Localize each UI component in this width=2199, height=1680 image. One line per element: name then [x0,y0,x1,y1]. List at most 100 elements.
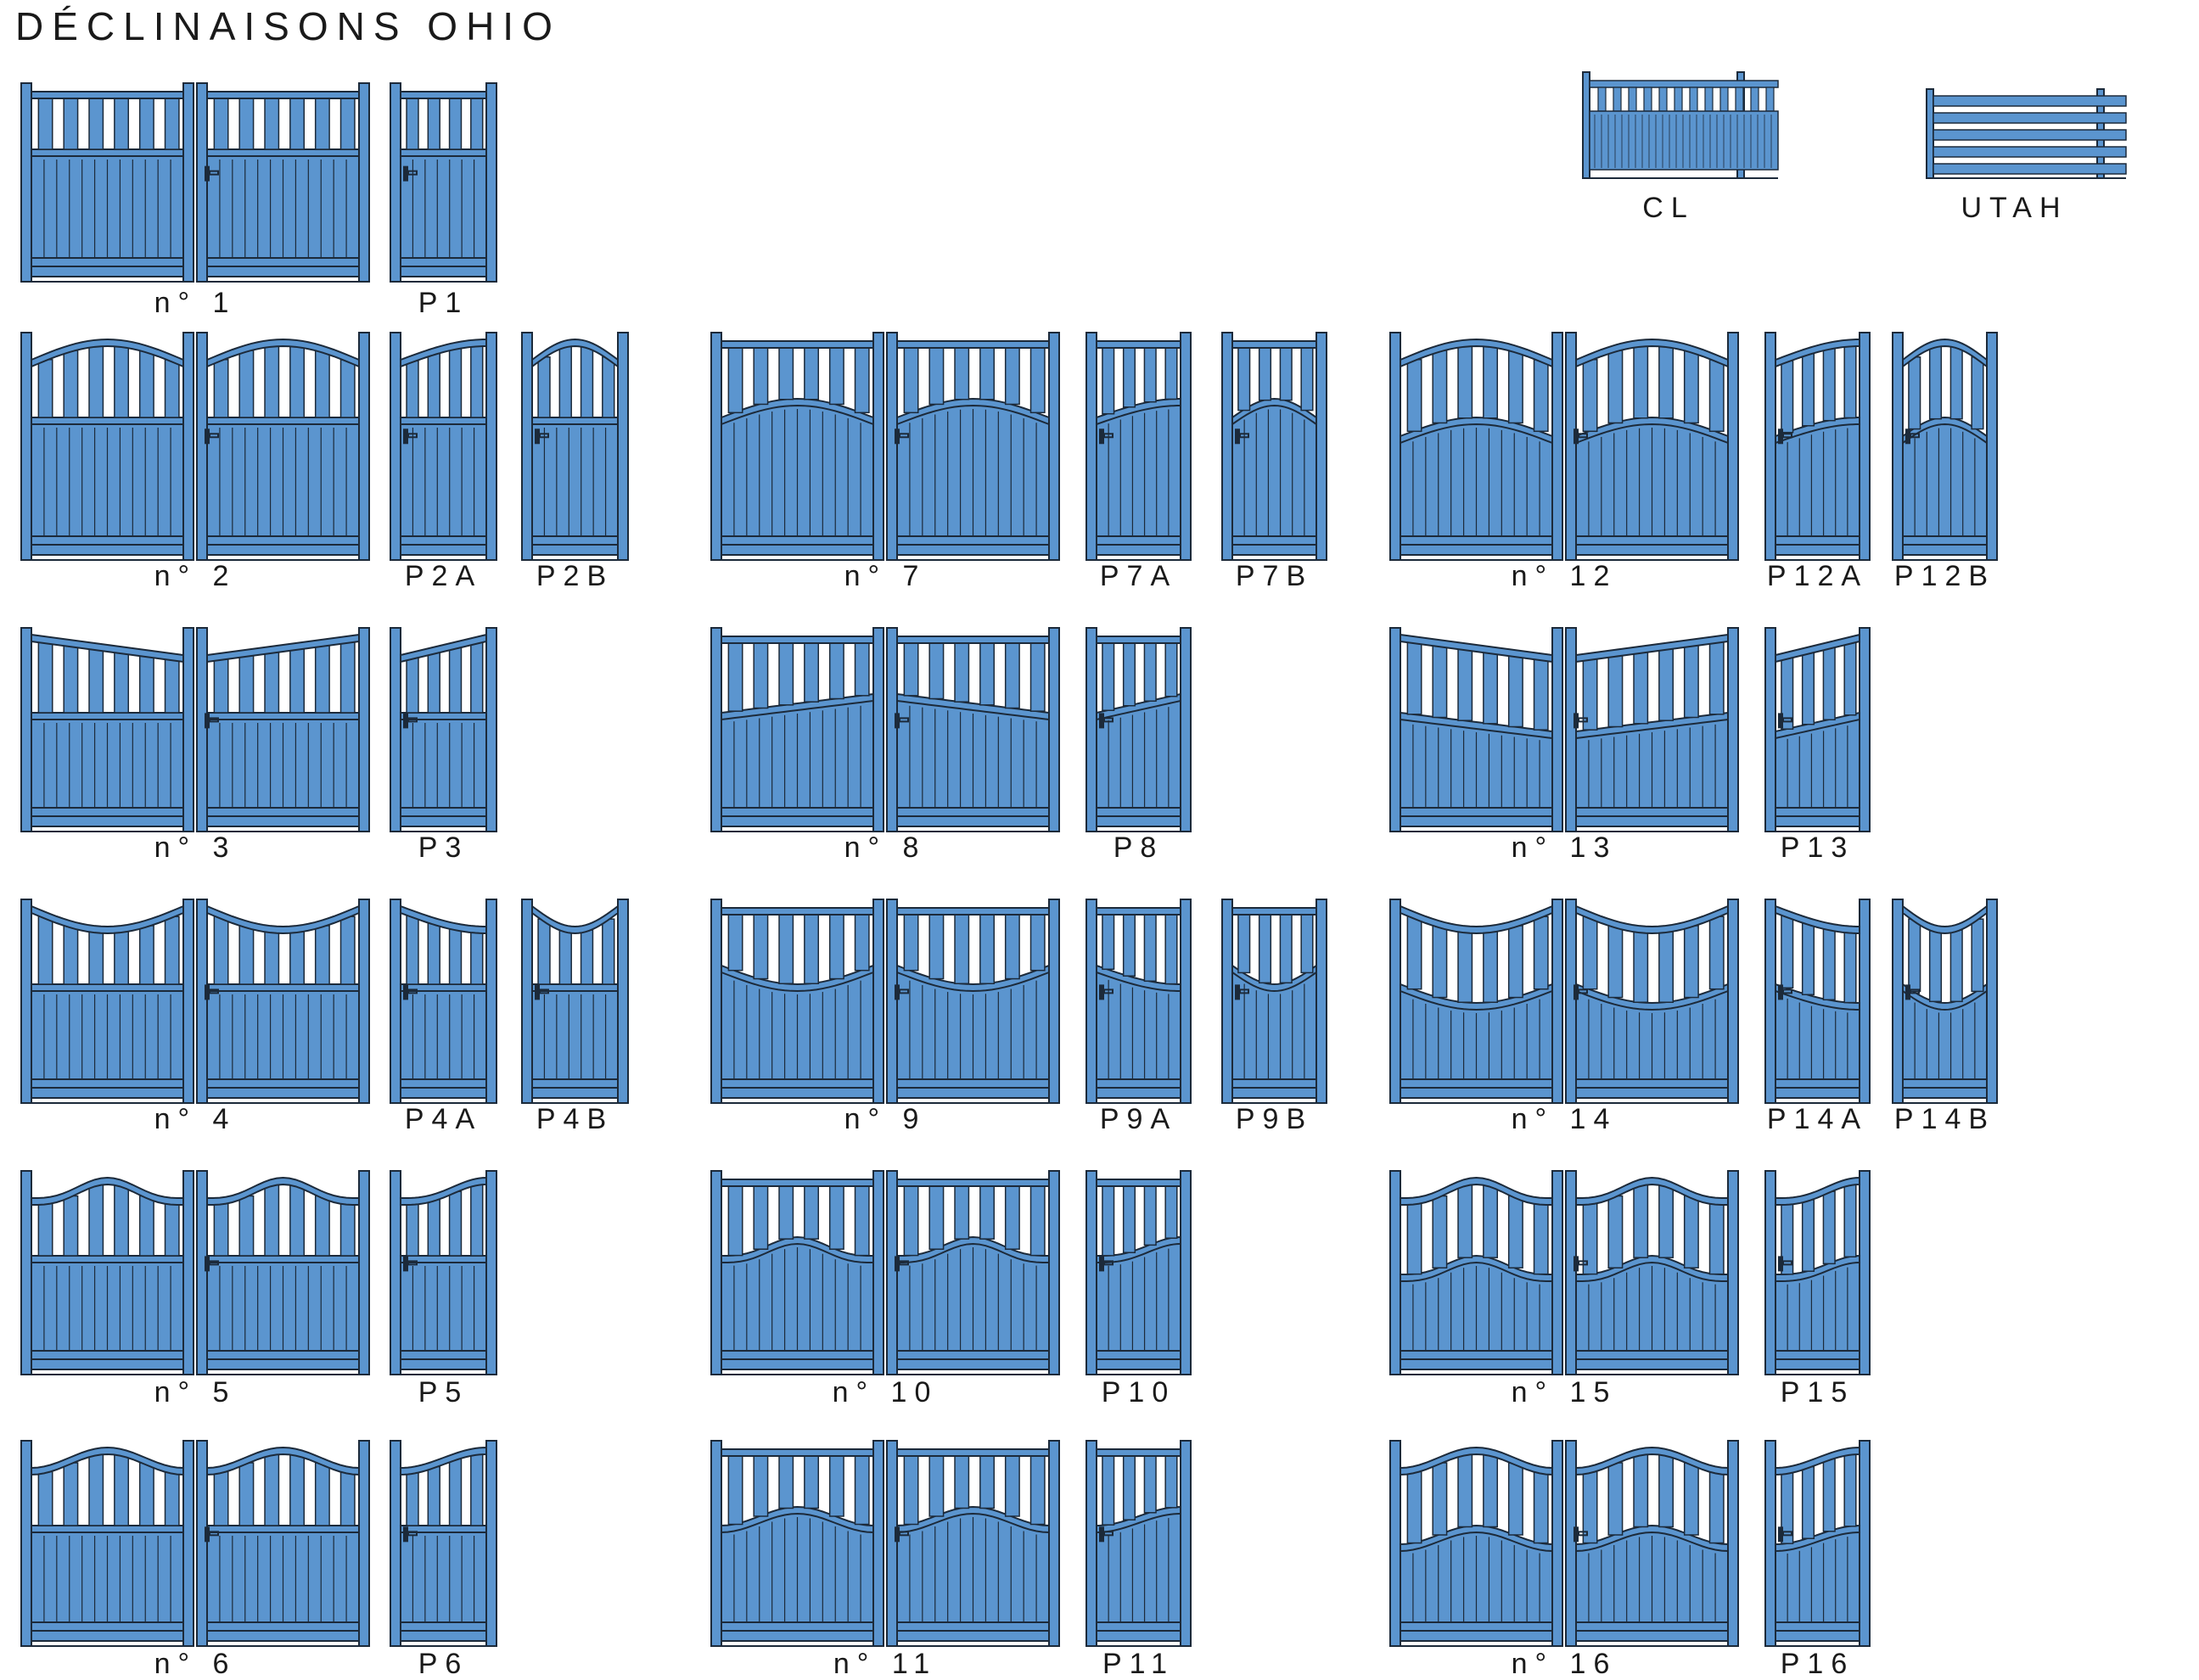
lock-icon [895,428,900,445]
gate-panel [1096,1235,1181,1370]
gate-bottom-rail [1775,1078,1860,1089]
gate-slat [1607,1462,1624,1536]
gate-post [1859,1170,1871,1375]
gate-bottom-rail [721,807,874,817]
gate-slat [1483,1453,1499,1528]
fence-slat [1765,87,1775,112]
gate-rail-line [1575,1261,1729,1282]
lock-icon [205,713,210,729]
gate-label: P4B [536,1103,614,1135]
gate-slat [213,1470,229,1526]
gate-post [390,332,401,561]
gate-slat [138,1462,154,1526]
gate-slat [289,344,306,418]
gate-bottom-rail [1096,1078,1181,1089]
gate-post [182,1170,194,1375]
gate-rail-line [1575,1531,1729,1552]
gate-rail-line [896,1242,1050,1263]
gate-slat [1822,927,1836,1001]
gate-slat [1708,359,1725,433]
gate-post [196,82,208,283]
gate-slat [979,1184,996,1240]
gate-slat [1406,641,1422,715]
gate-label: n° 12 [1512,560,1618,592]
gate-post [358,82,370,283]
fence-slat [1704,87,1714,112]
gate-top-rail [1400,1176,1553,1207]
gate-post [886,627,898,832]
gate-slat [903,912,919,972]
gate-bottom-rail [896,1350,1050,1360]
gate-bottom-rail [31,535,184,546]
handle-icon [899,988,909,994]
gate-slat [1143,641,1157,702]
gate-top-rail [206,633,360,664]
fence-slat [1750,87,1759,112]
lock-icon [403,1526,408,1543]
gate-bottom-rail [1775,807,1860,817]
gate-bottom-rail [400,257,487,267]
gate-top-rail [721,340,874,349]
gate-n-11 [710,1440,1060,1647]
gate-slat [37,916,53,985]
gate-slat [778,641,794,706]
gate-bottom-rail [531,1078,619,1089]
gate-slat [1781,914,1794,989]
gate-rail-line [1902,990,1988,1011]
gate-post [1565,332,1577,561]
fence-panel [1589,110,1779,171]
gate-rail-line [1096,972,1181,992]
gate-bottom-rail [1400,1621,1553,1632]
gate-top-rail [1096,907,1181,916]
gate-post [886,1170,898,1375]
gate-slat [114,96,130,150]
gate-post [1551,332,1563,561]
gate-rail-line [896,404,1050,425]
gate-post [1565,627,1577,832]
fence-cl [1582,71,1779,179]
gate-post [1085,899,1097,1104]
gate-slat [1102,1184,1115,1257]
gate-slat [778,1453,794,1509]
handle-icon [1782,988,1792,994]
gate-bottom-rail [400,1078,487,1089]
lock-icon [1574,713,1579,729]
gate-slat [1406,1201,1422,1275]
gate-slat [37,1470,53,1526]
gate-post [196,1440,208,1647]
gate-slat [213,96,229,150]
gate-post [521,899,533,1104]
gate-slat [1457,344,1473,419]
lock-icon [403,984,408,1000]
gate-bottom-rail [1096,535,1181,546]
gate-p9a [1085,899,1192,1104]
gate-label: P3 [418,832,469,864]
gate-label: n° 10 [833,1376,939,1408]
gate-post [1180,899,1192,1104]
gate-top-rail [721,1448,874,1457]
gate-slat [339,1470,356,1526]
gate-top-rail [1902,338,1988,369]
gate-p8 [1085,627,1192,832]
handle-icon [407,1260,418,1266]
gate-slat [88,1453,104,1526]
gate-slat [804,345,820,400]
gate-bottom-rail [1096,1350,1181,1360]
gate-top-rail [31,91,184,99]
gate-slat [1164,1453,1178,1509]
handle-icon [407,170,418,176]
gate-post [1389,627,1401,832]
gate-slat [1683,925,1699,999]
gate-post [1221,332,1233,561]
gate-slat [1949,345,1963,420]
gate-post [358,627,370,832]
gate-post [1565,1170,1577,1375]
gate-slat [1822,647,1836,720]
gate-slat [238,654,255,714]
gate-rail-line [1231,404,1317,425]
gate-slat [558,929,572,985]
gate-post [1764,627,1776,832]
gate-post [1085,627,1097,832]
gate-top-rail [31,338,184,368]
gate-rail-line [896,972,1050,993]
